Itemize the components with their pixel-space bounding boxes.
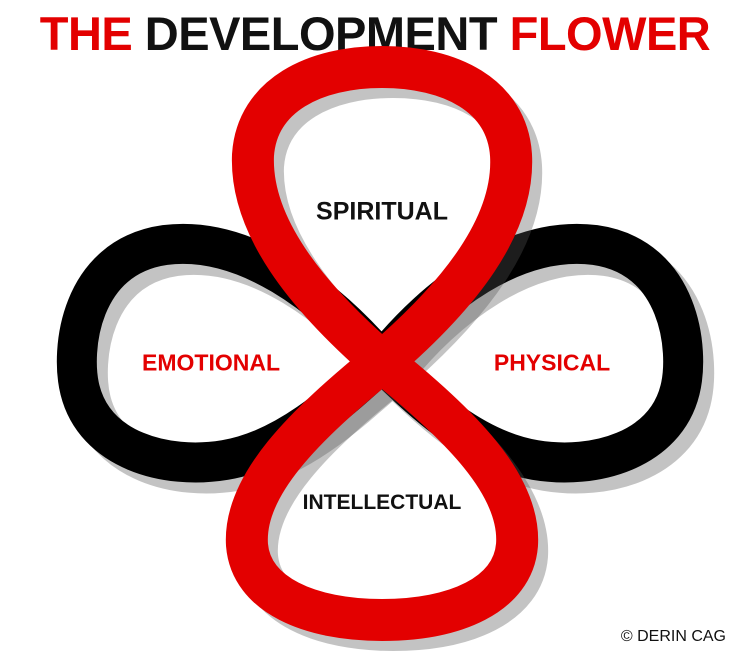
copyright-credit: © DERIN CAG [620,628,726,645]
intellectual-label: INTELLECTUAL [302,491,462,514]
title-word-development: DEVELOPMENT [144,7,498,60]
intellectual-loop [225,341,539,641]
physical-label: PHYSICAL [493,349,611,376]
title-word-the: THE [39,7,133,60]
title-word-flower: FLOWER [509,7,711,60]
spiritual-label: SPIRITUAL [316,197,448,226]
emotional-label: EMOTIONAL [142,349,280,376]
spiritual-loop [231,46,533,383]
diagram-title: THE DEVELOPMENT FLOWER [0,6,750,62]
